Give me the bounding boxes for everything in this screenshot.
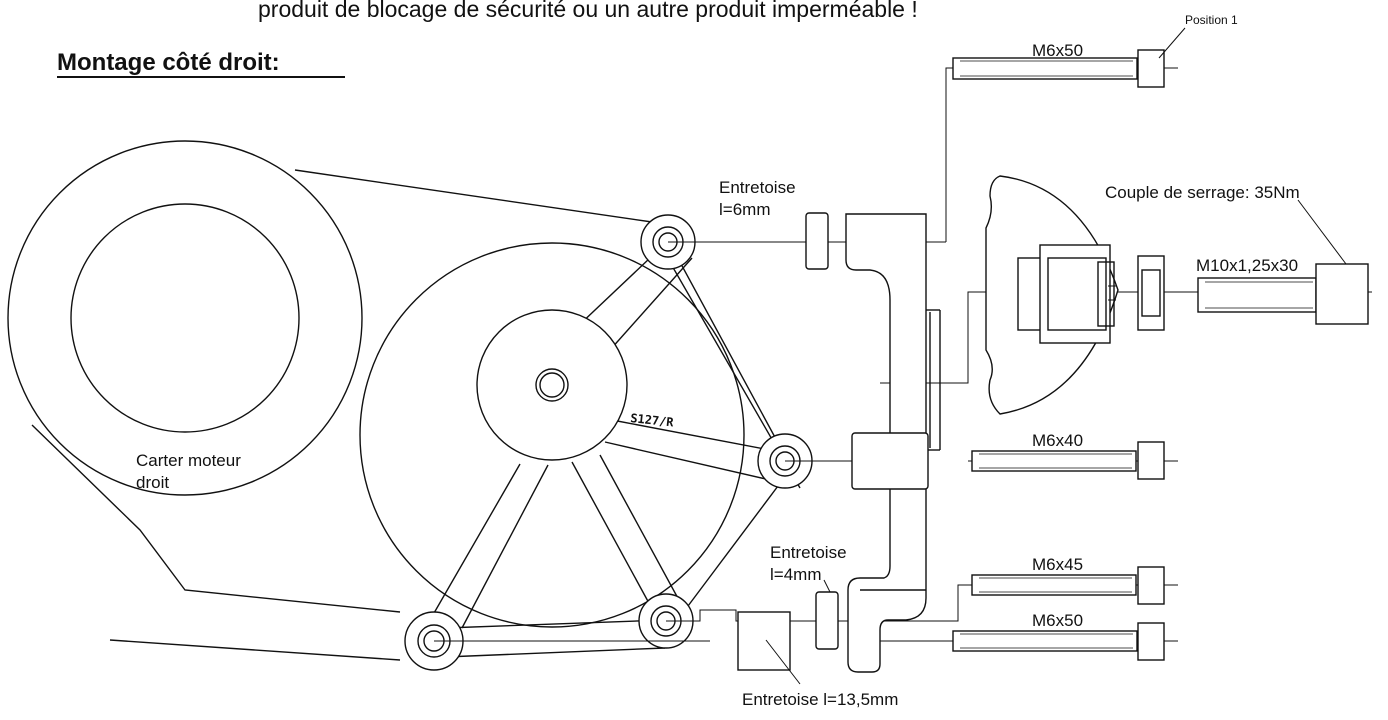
- bolt-m6x50-top: M6x50 Position 1: [952, 13, 1238, 88]
- cover-bottom-edge-2: [444, 647, 666, 658]
- position-label: Position 1: [1185, 13, 1238, 27]
- spoke-top-a: [575, 257, 651, 329]
- bracket: [845, 213, 941, 673]
- spacer-4-label-line2: l=4mm: [770, 565, 821, 584]
- top-instruction-text: produit de blocage de sécurité ou un aut…: [258, 0, 918, 22]
- axis-bottom-right: [666, 584, 1178, 622]
- spacer-13-5-leader: [765, 639, 801, 685]
- cover-side-right-upper: [667, 239, 791, 466]
- bolt-top-label: M6x50: [1032, 41, 1083, 60]
- casing-inner-circle: [70, 203, 300, 433]
- bolt-shaft: [952, 57, 1138, 80]
- bolt-shaft: [971, 450, 1137, 472]
- bolt-shaft: [1197, 277, 1317, 313]
- washer-nut-face: [1141, 269, 1161, 317]
- hub-circle: [476, 309, 628, 461]
- hub-hole-inner: [539, 372, 565, 398]
- spacer-6-label-line2: l=6mm: [719, 200, 770, 219]
- casing-outer-circle: [7, 140, 363, 496]
- bolt-m6x50-bottom: M6x50: [952, 611, 1165, 661]
- bolt-m6x45: M6x45: [971, 555, 1165, 605]
- carter-label-line2: droit: [136, 473, 169, 492]
- bolt-head: [1137, 622, 1165, 661]
- spacer-13-5-label: Entretoise l=13,5mm: [742, 690, 898, 709]
- spoke-right-b: [604, 441, 771, 481]
- bolt-m6x40: M6x40: [971, 431, 1165, 480]
- bolt-mid-label: M6x40: [1032, 431, 1083, 450]
- bolt-head: [1137, 49, 1165, 88]
- spoke-left-a: [429, 463, 521, 621]
- cover-bottom-left: [109, 639, 401, 661]
- part-code: S127/R: [630, 411, 675, 430]
- bolt-axle-label: M10x1,25x30: [1196, 256, 1298, 275]
- spacer-4mm: [815, 591, 839, 650]
- caliper-piston-face: [1097, 261, 1115, 327]
- bolt-m10-axle: Couple de serrage: 35Nm M10x1,25x30: [1105, 183, 1369, 325]
- engine-casing: Carter moteur droit: [7, 140, 653, 613]
- caliper-piston-block: [1039, 244, 1111, 344]
- spoke-left-b: [461, 464, 549, 629]
- spoke-right-bottom-b: [599, 454, 681, 603]
- carter-label-line1: Carter moteur: [136, 451, 241, 470]
- spacer-6-label-line1: Entretoise: [719, 178, 796, 197]
- bolt-head: [1137, 566, 1165, 605]
- section-heading: Montage côté droit:: [57, 49, 280, 76]
- bolt-head: [1137, 441, 1165, 480]
- bolt-shaft: [971, 574, 1137, 596]
- bracket-body: [845, 213, 927, 673]
- spacer-4-leader: [823, 579, 831, 593]
- casing-bottom-edge: [31, 424, 401, 613]
- caliper-assembly: [985, 175, 1165, 415]
- spoke-right-a: [611, 419, 771, 451]
- torque-leader: [1297, 199, 1347, 265]
- spoke-right-bottom-a: [571, 461, 651, 606]
- position-leader: [1158, 27, 1186, 59]
- bolt-shaft: [952, 630, 1138, 652]
- cover-circle: [359, 242, 745, 628]
- spacer-4-label-line1: Entretoise: [770, 543, 847, 562]
- bolt-bottom-label: M6x50: [1032, 611, 1083, 630]
- sprocket-cover: S127/R: [109, 214, 813, 671]
- torque-label: Couple de serrage: 35Nm: [1105, 183, 1300, 202]
- caliper-piston-inner: [1047, 257, 1107, 331]
- cover-bottom-edge: [444, 619, 666, 629]
- bolt-head: [1315, 263, 1369, 325]
- spacer-6mm: [805, 212, 829, 270]
- cover-side-right-lower: [669, 469, 791, 631]
- spoke-top-b: [609, 257, 693, 351]
- hub-hole-outer: [535, 368, 569, 402]
- casing-top-edge: [294, 169, 653, 223]
- bolt-m645-label: M6x45: [1032, 555, 1083, 574]
- bracket-mount-block: [851, 432, 929, 490]
